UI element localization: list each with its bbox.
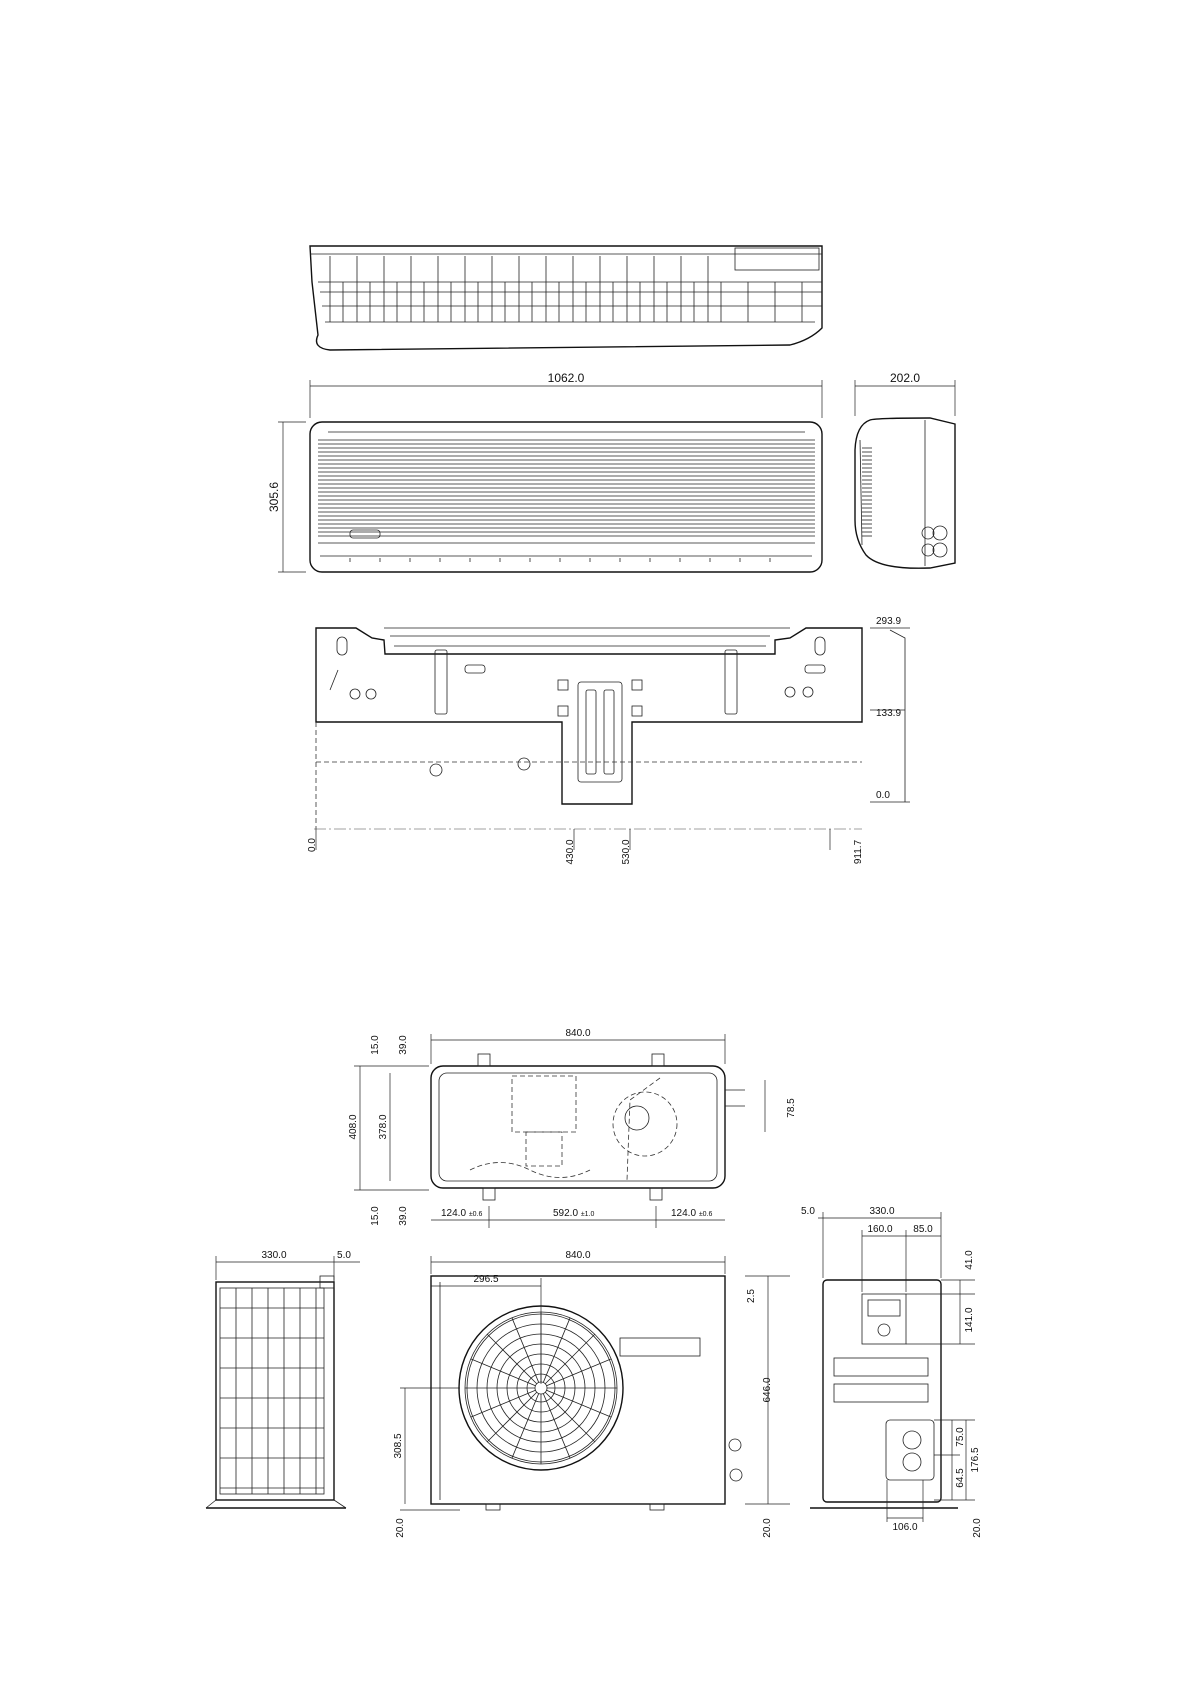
panel-width-dim: 160.0: [867, 1224, 892, 1235]
pipe-b-dim: 64.5: [955, 1468, 966, 1488]
indoor-side-view: 202.0: [855, 371, 955, 568]
base-right-dim: 20.0: [762, 1518, 773, 1538]
outdoor-height-dim: 646.0: [762, 1377, 773, 1402]
left-side-overhang-dim: 5.0: [337, 1250, 351, 1261]
panel-gap-dim: 85.0: [913, 1224, 933, 1235]
indoor-depth-dim: 202.0: [890, 371, 920, 385]
panel-top-dim: 41.0: [964, 1250, 975, 1270]
foot-span-dim: 592.0 ±1.0: [553, 1208, 594, 1219]
outdoor-bottom-foot-dim: 39.0: [398, 1206, 409, 1226]
indoor-width-dim: 1062.0: [548, 371, 585, 385]
indoor-top-view: [310, 246, 822, 350]
outdoor-top-foot-dim: 39.0: [398, 1035, 409, 1055]
outdoor-left-side-view: 330.0 5.0: [206, 1250, 360, 1508]
pipe-a-dim: 75.0: [955, 1427, 966, 1447]
outdoor-front-width-dim: 840.0: [565, 1250, 590, 1261]
outdoor-top-view: 840.0 15.0 39.0 408.0 378.0 15.0 39.0 78…: [348, 1028, 797, 1228]
indoor-mounting-plate: 293.9 133.9 0.0 0.0 430.0 530.0 911.7: [307, 616, 910, 865]
mount-zero-y-dim: 0.0: [876, 790, 890, 801]
mount-height-dim: 293.9: [876, 616, 901, 627]
fan-offset-dim: 296.5: [473, 1274, 498, 1285]
outdoor-top-width-dim: 840.0: [565, 1028, 590, 1039]
base-left-dim: 20.0: [395, 1518, 406, 1538]
fan-height-dim: 308.5: [393, 1433, 404, 1458]
valve-offset-dim: 78.5: [786, 1098, 797, 1118]
indoor-front-view: 1062.0 305.6: [267, 371, 822, 572]
panel-height-dim: 141.0: [964, 1307, 975, 1332]
pipe-width-dim: 106.0: [892, 1522, 917, 1533]
outdoor-bottom-edge-dim: 15.0: [370, 1206, 381, 1226]
mount-pos-b-dim: 530.0: [621, 839, 632, 864]
top-gap-dim: 2.5: [746, 1289, 757, 1303]
right-base-dim: 20.0: [972, 1518, 983, 1538]
mount-width-dim: 911.7: [853, 839, 864, 864]
outdoor-right-side-view: 5.0 330.0 160.0 85.0 41.0 141.0 75.0 64.…: [801, 1206, 983, 1538]
left-foot-dim: 124.0 ±0.6: [441, 1208, 482, 1219]
pipe-height-dim: 176.5: [970, 1447, 981, 1472]
mount-pos-a-dim: 430.0: [565, 839, 576, 864]
right-side-overhang-dim: 5.0: [801, 1206, 815, 1217]
outdoor-top-edge-dim: 15.0: [370, 1035, 381, 1055]
outdoor-front-view: 840.0 296.5 2.5 646.0 308.5 20.0 20.0: [393, 1250, 790, 1538]
indoor-height-dim: 305.6: [267, 482, 281, 512]
left-side-depth-dim: 330.0: [261, 1250, 286, 1261]
outdoor-inner-depth-dim: 378.0: [378, 1114, 389, 1139]
mount-zero-x-dim: 0.0: [307, 838, 318, 852]
right-foot-dim: 124.0 ±0.6: [671, 1208, 712, 1219]
right-side-depth-dim: 330.0: [869, 1206, 894, 1217]
mount-mid-dim: 133.9: [876, 708, 901, 719]
outdoor-depth-dim: 408.0: [348, 1114, 359, 1139]
